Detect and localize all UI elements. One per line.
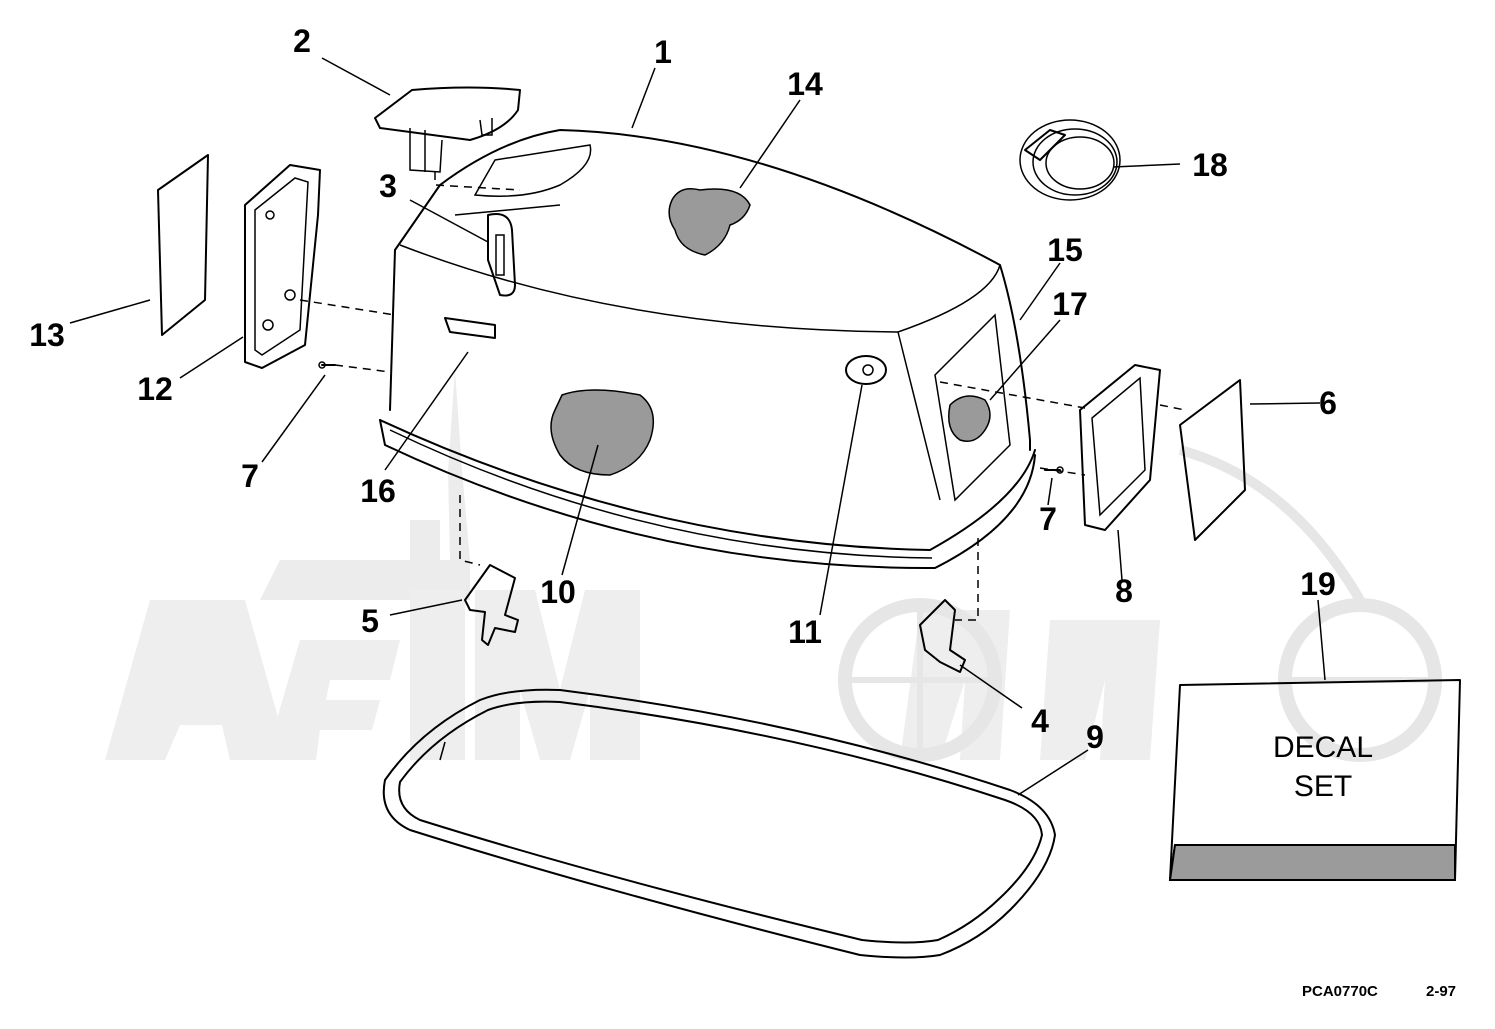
decal-set-label-line1: DECAL <box>1273 731 1373 764</box>
rear-decal-plate <box>1179 379 1246 541</box>
sound-pad-top <box>668 188 751 256</box>
engine-cover <box>379 129 1036 570</box>
cable <box>1019 119 1121 201</box>
callout-15: 15 <box>1047 232 1083 268</box>
callout-19: 19 <box>1300 566 1336 602</box>
callout-9: 9 <box>1086 719 1104 755</box>
callout-1: 1 <box>654 34 672 70</box>
callout-2: 2 <box>293 23 311 59</box>
callout-18: 18 <box>1192 147 1228 183</box>
latch <box>487 213 516 297</box>
alignment-lines <box>299 172 1186 621</box>
bracket-left <box>464 564 519 646</box>
callout-16: 16 <box>360 473 396 509</box>
handle <box>374 86 521 173</box>
callout-4: 4 <box>1031 703 1049 739</box>
sound-pad-rear <box>948 395 991 442</box>
callout-numbers: 1 2 3 4 5 6 7 7 8 9 10 11 12 13 14 15 16… <box>29 23 1337 755</box>
callout-10: 10 <box>540 574 576 610</box>
watermark <box>105 370 1442 762</box>
callout-7-right: 7 <box>1039 501 1057 537</box>
bracket-right <box>919 599 966 673</box>
callout-8: 8 <box>1115 573 1133 609</box>
side-decal-plate <box>157 154 209 336</box>
sound-pad-side <box>550 389 655 476</box>
grommet <box>845 355 887 385</box>
callout-11: 11 <box>788 614 822 650</box>
decal-set-label-line2: SET <box>1294 770 1352 803</box>
footer-code: PCA0770C 2-97 <box>1302 983 1456 1000</box>
part-code: PCA0770C <box>1302 983 1378 1000</box>
callout-5: 5 <box>361 603 379 639</box>
callout-14: 14 <box>787 66 823 102</box>
revision-date: 2-97 <box>1426 983 1456 1000</box>
screw-left <box>318 361 336 369</box>
clip <box>444 317 496 339</box>
callout-6: 6 <box>1319 385 1337 421</box>
callout-7-left: 7 <box>241 458 259 494</box>
rear-cover <box>1079 364 1161 531</box>
callout-13: 13 <box>29 317 65 353</box>
callout-12: 12 <box>137 371 173 407</box>
decal-set-box: DECAL SET <box>1168 679 1461 881</box>
seal <box>382 688 1056 959</box>
leader-lines <box>69 57 1326 796</box>
callout-17: 17 <box>1052 286 1088 322</box>
callout-3: 3 <box>379 168 397 204</box>
watermark-spire-icon <box>260 370 470 600</box>
side-cover <box>244 164 321 369</box>
